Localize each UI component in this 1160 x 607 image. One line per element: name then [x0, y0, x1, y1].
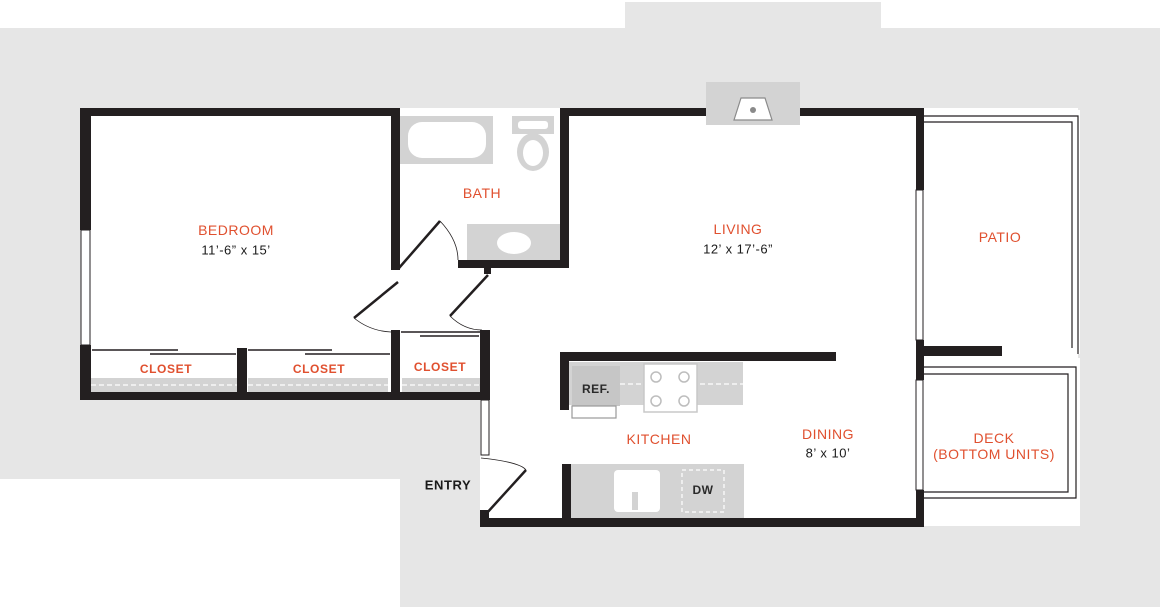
entry-label: ENTRY: [424, 477, 472, 493]
refrigerator-label: REF.: [581, 382, 611, 396]
bathtub: [400, 116, 493, 164]
dishwasher-label: DW: [692, 483, 714, 497]
room-dims-bedroom: 11’-6” x 15’: [201, 242, 271, 258]
room-label-closet-bedroom-1: CLOSET: [139, 362, 193, 376]
room-label-deck: DECK (BOTTOM UNITS): [933, 430, 1055, 462]
room-label-deck-line2: (BOTTOM UNITS): [933, 446, 1055, 462]
entry-door: [485, 469, 527, 515]
bath-vanity: [467, 224, 562, 260]
room-label-closet-bedroom-2: CLOSET: [292, 362, 346, 376]
room-dims-living: 12’ x 17’-6”: [703, 241, 773, 257]
bedroom-door: [353, 281, 399, 319]
windows: [80, 189, 924, 491]
closet-shelves: [91, 378, 480, 393]
patio-railing-inner: [922, 121, 1073, 348]
room-dims-dining: 8’ x 10’: [805, 445, 851, 461]
walls: [80, 108, 1002, 527]
kitchen-sink: [614, 470, 660, 512]
dishwasher: [681, 469, 725, 513]
room-label-kitchen: KITCHEN: [626, 431, 692, 447]
fireplace: [706, 82, 800, 125]
refrigerator: [571, 366, 620, 419]
deck-railing-inner: [922, 373, 1069, 493]
room-label-dining: DINING: [802, 426, 854, 442]
room-label-deck-line1: DECK: [973, 430, 1015, 446]
range-cooktop: [643, 363, 698, 413]
room-label-living: LIVING: [713, 221, 763, 237]
toilet: [512, 116, 554, 171]
patio-railing: [922, 115, 1079, 354]
room-label-bath: BATH: [462, 185, 502, 201]
patio-slab: [923, 110, 1080, 354]
room-label-closet-hall: CLOSET: [413, 360, 467, 374]
bath-closet-door: [449, 274, 489, 317]
doors: [92, 220, 527, 515]
room-label-patio: PATIO: [978, 229, 1022, 245]
deck-railing: [922, 366, 1077, 499]
room-label-bedroom: BEDROOM: [198, 222, 274, 238]
bath-door: [398, 220, 441, 269]
